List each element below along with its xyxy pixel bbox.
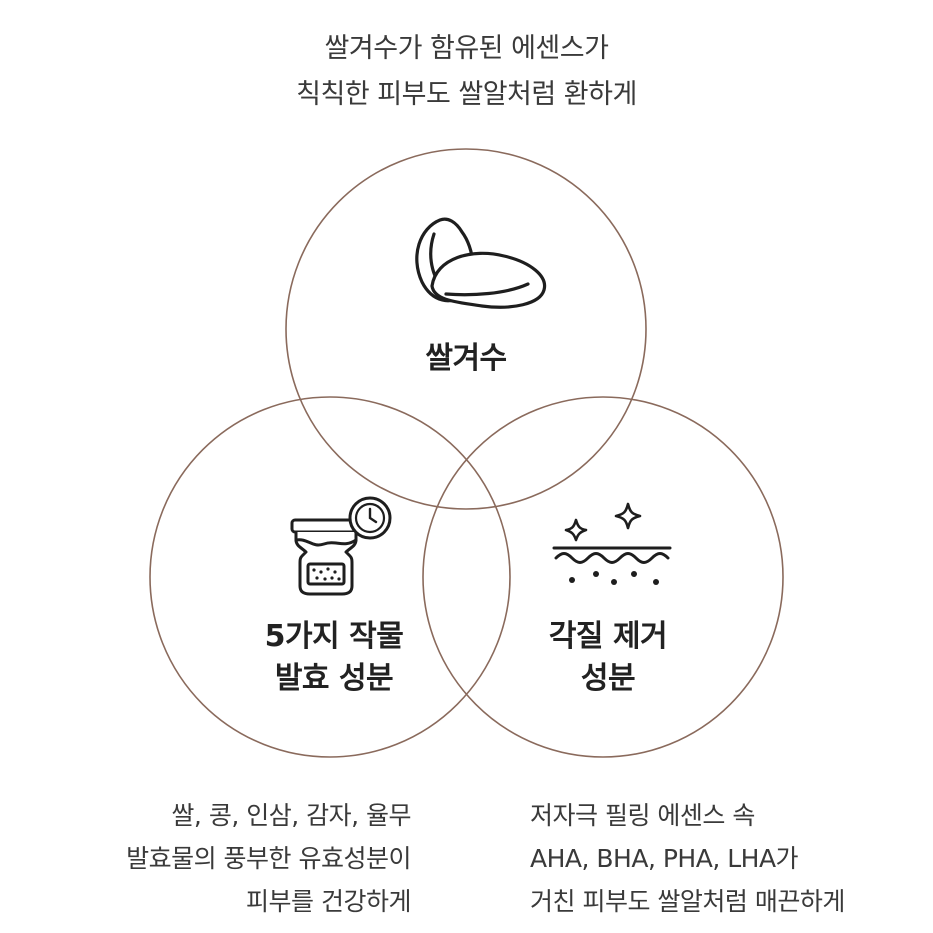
fermentation-jar-clock-icon: [290, 496, 392, 596]
description-left-line-2: 발효물의 풍부한 유효성분이: [126, 844, 411, 873]
circle-top: [285, 148, 647, 510]
description-left-line-1: 쌀, 콩, 인삼, 감자, 율무: [171, 801, 411, 830]
circle-right: [422, 396, 784, 758]
circle-left-label-line-1: 5가지 작물: [264, 619, 404, 654]
circle-top-label-text: 쌀겨수: [425, 341, 507, 376]
description-right-line-1: 저자극 필링 에센스 속: [530, 801, 755, 830]
headline: 쌀겨수가 함유된 에센스가 칙칙한 피부도 쌀알처럼 환하게: [0, 26, 933, 118]
headline-line-1: 쌀겨수가 함유된 에센스가: [324, 33, 609, 64]
description-left-line-3: 피부를 건강하게: [246, 887, 411, 916]
circle-left-label: 5가지 작물 발효 성분: [214, 616, 454, 700]
circle-left-label-line-2: 발효 성분: [274, 661, 394, 696]
description-right: 저자극 필링 에센스 속 AHA, BHA, PHA, LHA가 거친 피부도 …: [530, 794, 845, 923]
description-right-line-3: 거친 피부도 쌀알처럼 매끈하게: [530, 887, 845, 916]
circle-right-label-line-2: 성분: [580, 661, 636, 696]
description-right-line-2: AHA, BHA, PHA, LHA가: [530, 844, 799, 873]
headline-line-2: 칙칙한 피부도 쌀알처럼 환하게: [296, 79, 637, 110]
description-left: 쌀, 콩, 인삼, 감자, 율무 발효물의 풍부한 유효성분이 피부를 건강하게: [126, 794, 411, 923]
skin-exfoliation-sparkle-icon: [552, 502, 672, 585]
rice-grains-icon: [415, 217, 547, 309]
circle-right-label-line-1: 각질 제거: [548, 619, 668, 654]
circle-left: [149, 396, 511, 758]
circle-right-label: 각질 제거 성분: [488, 616, 728, 700]
circle-top-label: 쌀겨수: [366, 338, 566, 380]
